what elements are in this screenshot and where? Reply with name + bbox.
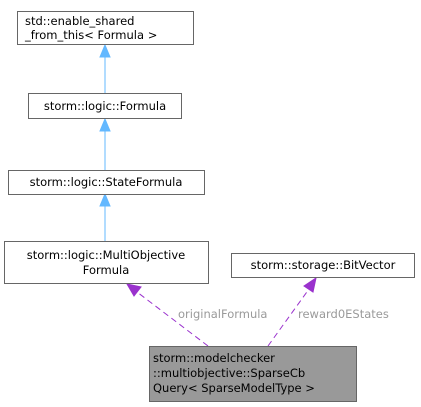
node-formula[interactable]: storm::logic::Formula (28, 93, 182, 119)
node-enable-shared-from-this[interactable]: std::enable_shared _from_this< Formula > (17, 11, 194, 45)
node-sparse-cb-query-line2: ::multiobjective::SparseCb (153, 366, 305, 380)
node-state-formula[interactable]: storm::logic::StateFormula (8, 170, 205, 195)
node-bitvector-label: storm::storage::BitVector (251, 258, 396, 272)
usage-edge-original-formula (125, 283, 209, 347)
node-sparse-cb-query-line3: Query< SparseModelType > (153, 381, 315, 395)
node-state-formula-label: storm::logic::StateFormula (30, 175, 183, 189)
node-multi-objective-formula[interactable]: storm::logic::MultiObjective Formula (4, 241, 209, 284)
node-multi-objective-line2: Formula (83, 263, 130, 277)
inheritance-edge-formula-to-enable-shared (99, 43, 111, 93)
edge-label-reward0-e-states: reward0EStates (298, 307, 389, 321)
node-multi-objective-line1: storm::logic::MultiObjective (27, 248, 185, 262)
inheritance-edge-multiobjective-to-stateformula (99, 192, 111, 241)
node-sparse-cb-query-line1: storm::modelchecker (153, 351, 275, 365)
node-formula-label: storm::logic::Formula (44, 99, 166, 113)
edge-label-original-formula: originalFormula (178, 307, 267, 321)
node-enable-shared-line1: std::enable_shared (25, 14, 134, 28)
node-bitvector[interactable]: storm::storage::BitVector (231, 253, 415, 278)
inheritance-edge-stateformula-to-formula (99, 117, 111, 170)
node-enable-shared-line2: _from_this< Formula > (24, 28, 157, 42)
usage-edge-reward0-e-states (267, 276, 317, 347)
node-sparse-cb-query[interactable]: storm::modelchecker ::multiobjective::Sp… (149, 346, 357, 402)
